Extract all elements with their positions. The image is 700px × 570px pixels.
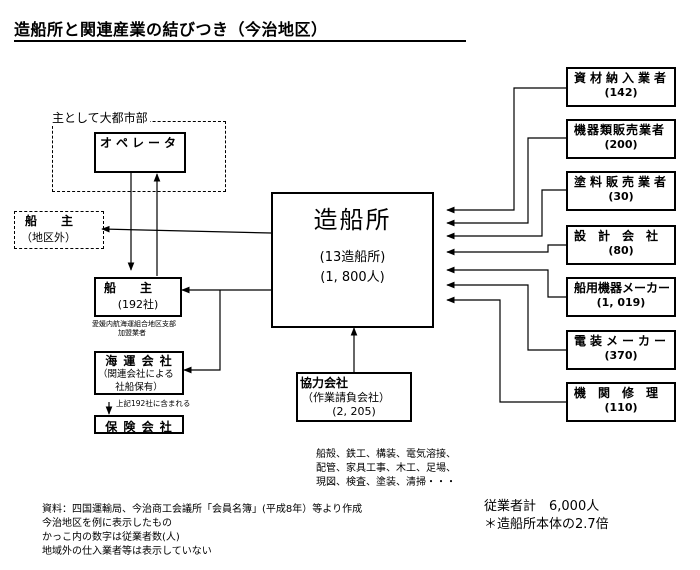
supplier-engine-repair-name: 機 関 修 理 — [574, 386, 659, 400]
shipping-name: 海 運 会 社 — [105, 354, 173, 368]
supplier-equipment-box: 機器類販売業者 (200) — [566, 119, 676, 159]
supplier-design-count: (80) — [608, 244, 634, 257]
supplier-paint-box: 塗料販売業者 (30) — [566, 171, 676, 211]
supplier-marine-equipment-box: 船用機器メーカー (1, 019) — [566, 277, 676, 317]
note-line-3: かっこ内の数字は従業者数(人) — [42, 532, 180, 543]
page-title: 造船所と関連産業の結びつき（今治地区） — [14, 20, 328, 39]
cooperative-trades-line2: 配管、家具工事、木工、足場、 — [316, 463, 456, 474]
cooperative-count: (2, 205) — [332, 405, 376, 418]
arrow-supplier-7 — [446, 296, 566, 403]
cooperative-sub: （作業請負会社） — [302, 391, 390, 404]
note-line-2: 今治地区を例に表示したもの — [42, 518, 172, 529]
source-notes: 資料：四国運輸局、今治商工会議所「会員名簿」(平成8年）等より作成 今治地区を例… — [42, 503, 362, 559]
outside-owner-box: 船 主 （地区外） — [14, 211, 104, 249]
supplier-design-name: 設 計 会 社 — [574, 229, 659, 243]
note-line-4: 地域外の仕入業者等は表示していない — [42, 546, 212, 557]
owner-note-line1: 愛媛内航海運組合地区支部 — [92, 320, 176, 328]
shipping-sub1: （関連会社による — [98, 369, 174, 380]
shipping-note: 上記192社に含まれる — [116, 399, 191, 408]
note-line-1: 資料：四国運輸局、今治商工会議所「会員名簿」(平成8年）等より作成 — [42, 504, 363, 515]
arrow-supplier-3 — [446, 189, 566, 240]
supplier-engine-repair-box: 機 関 修 理 (110) — [566, 382, 676, 422]
title-underline — [14, 40, 466, 42]
supplier-engine-repair-count: (110) — [604, 401, 638, 414]
operator-label: オペレータ — [99, 136, 180, 150]
arrow-supplier-5 — [446, 266, 566, 298]
arrow-supplier-4 — [446, 244, 566, 256]
supplier-materials-name: 資材納入業者 — [574, 71, 671, 85]
supplier-equipment-name: 機器類販売業者 — [574, 123, 666, 137]
arrow-supplier-2 — [446, 137, 566, 227]
shipping-sub2: 社船保有） — [115, 382, 163, 393]
supplier-paint-count: (30) — [608, 190, 634, 203]
cooperative-box: 協力会社 （作業請負会社） (2, 205) — [296, 372, 412, 422]
supplier-design-box: 設 計 会 社 (80) — [566, 225, 676, 265]
supplier-equipment-count: (200) — [604, 138, 638, 151]
owner-count: (192社) — [117, 298, 159, 311]
shipyard-box: 造船所 (13造船所) (1, 800人) — [271, 192, 434, 328]
employment-summary: 従業者計 6,000人 ＊造船所本体の2.7倍 — [484, 498, 609, 534]
supplier-electrical-count: (370) — [604, 349, 638, 362]
outside-owner-sub: （地区外） — [21, 231, 76, 244]
shipping-box: 海 運 会 社 （関連会社による 社船保有） — [94, 351, 184, 395]
supplier-materials-box: 資材納入業者 (142) — [566, 67, 676, 107]
cooperative-name: 協力会社 — [300, 376, 349, 390]
cooperative-trades-line1: 船殻、鉄工、構装、電気溶接、 — [316, 449, 456, 460]
operator-box: オペレータ — [94, 132, 186, 173]
shipyard-count: (13造船所) — [319, 250, 386, 265]
owner-box: 船 主 (192社) — [94, 277, 182, 317]
cooperative-trades-line3: 現図、検査、塗装、清掃・・・ — [316, 477, 456, 488]
arrow-supplier-1 — [446, 87, 566, 214]
supplier-electrical-box: 電装メーカー (370) — [566, 330, 676, 370]
owner-note-line2: 加盟業者 — [118, 329, 146, 337]
owner-name: 船 主 — [104, 281, 153, 295]
arrow-shipyard-to-shipping — [183, 290, 221, 374]
outside-owner-name: 船 主 — [25, 214, 74, 228]
shipyard-workers: (1, 800人) — [320, 270, 385, 285]
urban-region-label: 主として大都市部 — [52, 109, 150, 126]
supplier-marine-equipment-name: 船用機器メーカー — [574, 281, 671, 295]
supplier-materials-count: (142) — [604, 86, 638, 99]
arrow-supplier-6 — [446, 281, 566, 351]
insurance-name: 保 険 会 社 — [105, 420, 173, 434]
supplier-marine-equipment-count: (1, 019) — [596, 296, 646, 309]
arrow-shipyard-to-outside-owner — [101, 225, 272, 234]
supplier-electrical-name: 電装メーカー — [574, 334, 671, 348]
shipyard-name: 造船所 — [313, 206, 392, 234]
insurance-box: 保 険 会 社 — [94, 415, 184, 434]
employment-ratio: ＊造船所本体の2.7倍 — [484, 517, 609, 532]
supplier-paint-name: 塗料販売業者 — [574, 175, 671, 189]
employment-total: 従業者計 6,000人 — [484, 499, 600, 514]
